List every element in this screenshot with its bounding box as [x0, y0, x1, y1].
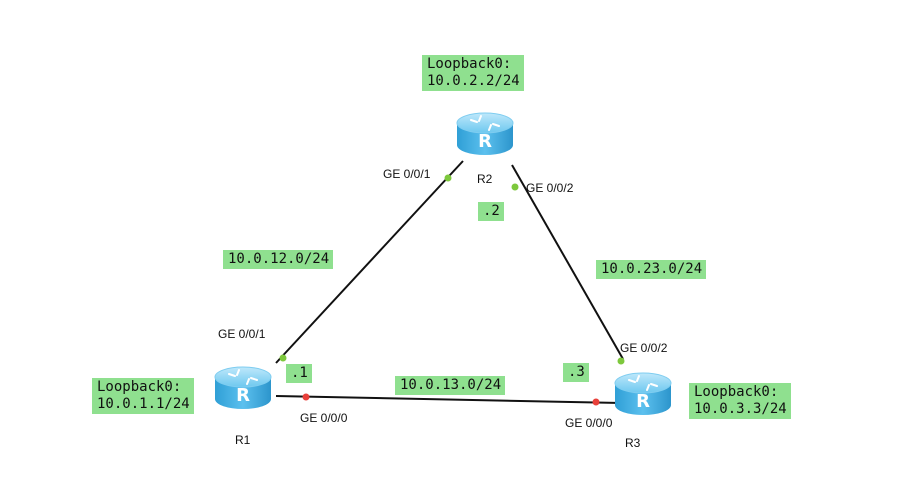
- port-r2-ge001-label: GE 0/0/1: [383, 167, 431, 181]
- port-r1-ge001-indicator: [279, 354, 287, 362]
- network-r1-r3-label: 10.0.13.0/24: [395, 376, 506, 395]
- port-r3-ge002-indicator: [617, 357, 625, 365]
- port-r3-ge000-label: GE 0/0/0: [565, 416, 613, 430]
- router-r3-icon[interactable]: [614, 372, 672, 416]
- link-r2-r3[interactable]: [511, 164, 624, 360]
- network-r2-r3-label: 10.0.23.0/24: [596, 260, 707, 279]
- port-r2-ge002-indicator: [511, 183, 519, 191]
- port-r3-ge000-indicator: [592, 398, 600, 406]
- r3-loopback-label: Loopback0: 10.0.3.3/24: [689, 383, 791, 419]
- port-r2-ge002-label: GE 0/0/2: [526, 181, 574, 195]
- r1-loopback-label: Loopback0: 10.0.1.1/24: [92, 378, 194, 414]
- port-r2-ge001-indicator: [444, 174, 452, 182]
- port-r1-ge001-label: GE 0/0/1: [218, 327, 266, 341]
- router-r2-icon[interactable]: [456, 112, 514, 156]
- port-r1-ge000-label: GE 0/0/0: [300, 411, 348, 425]
- router-r1-icon[interactable]: [214, 366, 272, 410]
- r1-host-suffix-label: .1: [286, 364, 312, 383]
- r3-host-suffix-label: .3: [563, 363, 589, 382]
- link-r1-r2[interactable]: [275, 160, 464, 364]
- r2-host-suffix-label: .2: [478, 202, 504, 221]
- port-r3-ge002-label: GE 0/0/2: [620, 341, 668, 355]
- router-r1-name: R1: [235, 433, 251, 447]
- router-r3-name: R3: [625, 436, 641, 450]
- r2-loopback-label: Loopback0: 10.0.2.2/24: [422, 55, 524, 91]
- network-r1-r2-label: 10.0.12.0/24: [223, 250, 334, 269]
- port-r1-ge000-indicator: [302, 393, 310, 401]
- router-r2-name: R2: [477, 172, 493, 186]
- link-r1-r3[interactable]: [275, 395, 622, 404]
